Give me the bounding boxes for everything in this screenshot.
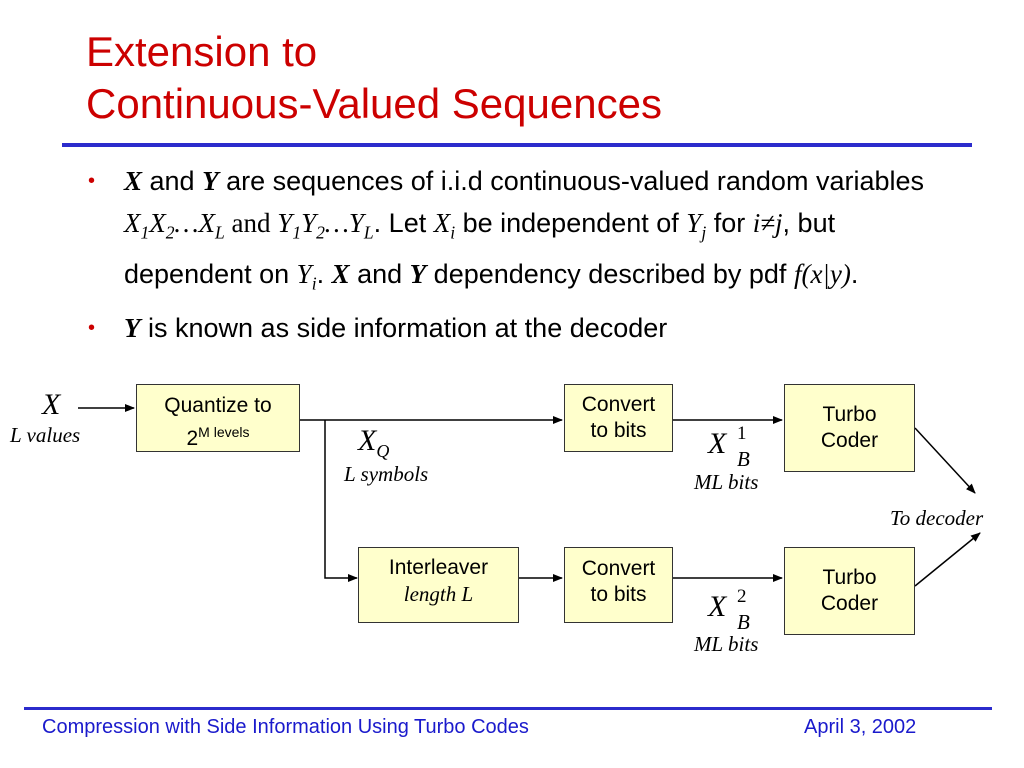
xb1-label: ML bits bbox=[694, 470, 759, 494]
var-yj: Yj bbox=[686, 208, 707, 243]
xb2-sup: 2 bbox=[737, 586, 747, 607]
quantize-line2: 2M levels bbox=[137, 419, 299, 452]
var-y: Y bbox=[202, 166, 219, 196]
xb2-sub: B bbox=[737, 610, 750, 634]
pdf-f: f bbox=[793, 259, 802, 290]
pdf-args: (x|y) bbox=[801, 259, 851, 290]
text-and: and bbox=[142, 166, 203, 196]
text-and-2: and bbox=[349, 259, 410, 290]
quantize-base: 2 bbox=[186, 427, 199, 450]
quantize-box: Quantize to 2M levels bbox=[136, 384, 300, 452]
footer-date: April 3, 2002 bbox=[804, 716, 917, 738]
text-end: . bbox=[850, 259, 859, 290]
output-label: To decoder bbox=[890, 506, 984, 530]
bullet-dot: • bbox=[88, 170, 96, 192]
var-xi: Xi bbox=[433, 208, 456, 243]
turbo-coder-1: Turbo Coder bbox=[784, 384, 915, 472]
convert2-line2: to bits bbox=[590, 583, 647, 606]
quantize-line1: Quantize to bbox=[164, 394, 272, 417]
var-x: X bbox=[124, 166, 143, 196]
var-yi: Yi bbox=[296, 259, 317, 294]
title-line-1: Extension to bbox=[86, 28, 318, 75]
quantize-sup: M levels bbox=[198, 424, 250, 440]
xb1-sub: B bbox=[737, 447, 750, 471]
xb2-symbol: X bbox=[708, 590, 727, 623]
arrow-turbo1-decoder bbox=[914, 427, 976, 494]
seq-x: X1X2…XL bbox=[124, 208, 225, 243]
convert-box-1: Convert to bits bbox=[564, 384, 673, 452]
bullet-2: • Y is known as side information at the … bbox=[88, 307, 968, 349]
text-seq-desc: are sequences of i.i.d continuous-valued… bbox=[218, 166, 924, 196]
convert-box-2: Convert to bits bbox=[564, 547, 673, 623]
bullet-1: • X and Y are sequences of i.i.d continu… bbox=[88, 160, 968, 305]
input-symbol: X bbox=[42, 388, 61, 421]
turbo2-line2: Coder bbox=[820, 592, 879, 615]
xq-label: L symbols bbox=[344, 462, 429, 486]
xb2-label: ML bits bbox=[694, 632, 759, 656]
text-pdf: dependency described by pdf bbox=[426, 259, 794, 290]
input-label: L values bbox=[10, 423, 81, 447]
text-let: . Let bbox=[373, 208, 434, 238]
interleaver-line1: Interleaver bbox=[388, 556, 489, 579]
xq-symbol: XQ bbox=[358, 424, 390, 461]
text-side-info: is known as side information at the deco… bbox=[140, 312, 668, 343]
seq-y: Y1Y2…YL bbox=[277, 208, 374, 243]
var-x-2: X bbox=[331, 259, 350, 290]
convert1-line2: to bits bbox=[590, 419, 647, 442]
var-i-neq-j: i≠j bbox=[752, 208, 783, 238]
var-y-side: Y bbox=[124, 312, 141, 343]
bullet-list: • X and Y are sequences of i.i.d continu… bbox=[88, 160, 968, 351]
xb1-symbol: X bbox=[708, 427, 727, 460]
text-independent: be independent of bbox=[455, 208, 687, 238]
convert1-line1: Convert bbox=[581, 393, 656, 416]
title-rule bbox=[62, 143, 972, 147]
turbo-coder-2: Turbo Coder bbox=[784, 547, 915, 635]
interleaver-box: Interleaver length L bbox=[358, 547, 519, 623]
text-dependent: , but dependent on bbox=[124, 208, 836, 290]
turbo2-line1: Turbo bbox=[822, 566, 877, 589]
xb1-sup: 1 bbox=[737, 423, 747, 444]
footer-title: Compression with Side Information Using … bbox=[42, 716, 529, 738]
footer-rule bbox=[24, 707, 992, 710]
text-period: . bbox=[316, 259, 332, 290]
slide-title: Extension to Continuous-Valued Sequences bbox=[86, 26, 662, 130]
interleaver-line2: length L bbox=[403, 582, 474, 606]
turbo1-line2: Coder bbox=[820, 429, 879, 452]
arrow-turbo2-decoder bbox=[914, 532, 981, 587]
bullet-dot: • bbox=[88, 316, 96, 339]
convert2-line1: Convert bbox=[581, 557, 656, 580]
title-line-2: Continuous-Valued Sequences bbox=[86, 80, 662, 127]
turbo1-line1: Turbo bbox=[822, 403, 877, 426]
var-y-2: Y bbox=[409, 259, 427, 290]
text-for: for bbox=[706, 208, 753, 238]
line-branch-down bbox=[324, 420, 358, 582]
text-and-serif: and bbox=[224, 208, 278, 238]
